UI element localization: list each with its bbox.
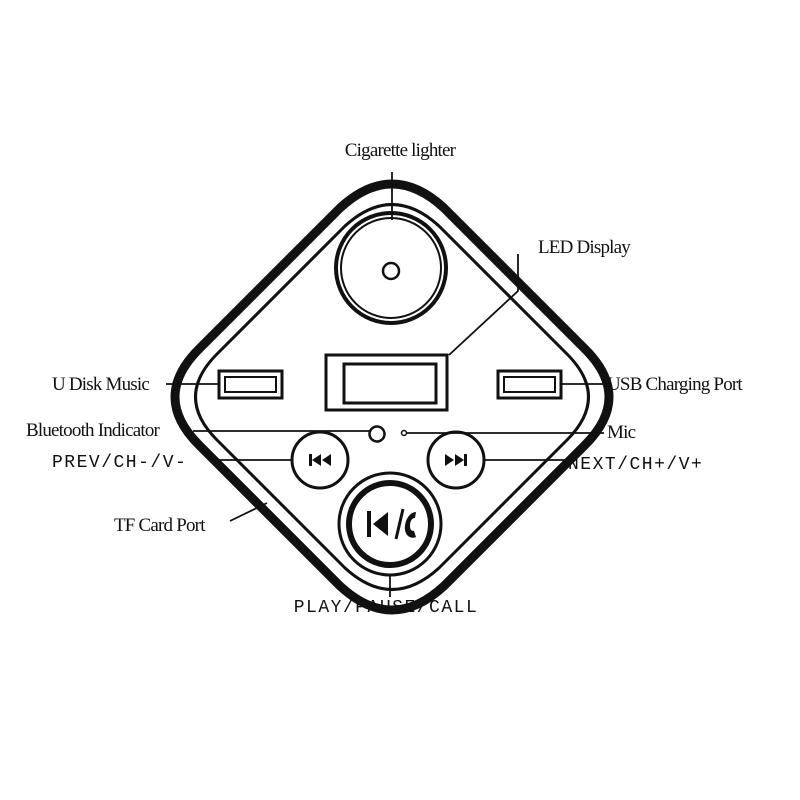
leader-led-display [448,254,519,356]
label-usb-charging-port: USB Charging Port [607,374,743,395]
label-u-disk-music: U Disk Music [52,374,149,395]
skip-forward-icon [445,454,467,466]
skip-back-icon [309,454,331,466]
usb-charging-port [496,369,563,400]
cigarette-lighter-inner [340,217,442,319]
bluetooth-indicator-light [368,425,386,443]
mic-hole [400,429,408,437]
label-prev: PREV/CH-/V- [52,453,187,473]
device-outer-outline [170,179,614,615]
label-next: NEXT/CH+/V+ [568,455,703,475]
leader-lines [166,172,604,597]
label-mic: Mic [607,422,636,443]
led-display-screen [342,362,438,405]
label-bluetooth-indicator: Bluetooth Indicator [26,420,161,441]
label-play-pause-call: PLAY/PAUSE/CALL [294,598,479,618]
u-disk-music-port [217,369,284,400]
prev-button[interactable] [290,430,350,490]
play-pause-call-button[interactable] [337,471,443,577]
label-led-display: LED Display [538,237,631,258]
device-inner-outline [194,203,590,591]
label-tf-card-port: TF Card Port [114,515,206,536]
leader-tf-card [229,502,268,522]
label-cigarette-lighter: Cigarette lighter [345,140,457,161]
cigarette-lighter-center [381,261,401,281]
play-pause-call-icon [367,508,416,540]
next-button[interactable] [426,430,486,490]
